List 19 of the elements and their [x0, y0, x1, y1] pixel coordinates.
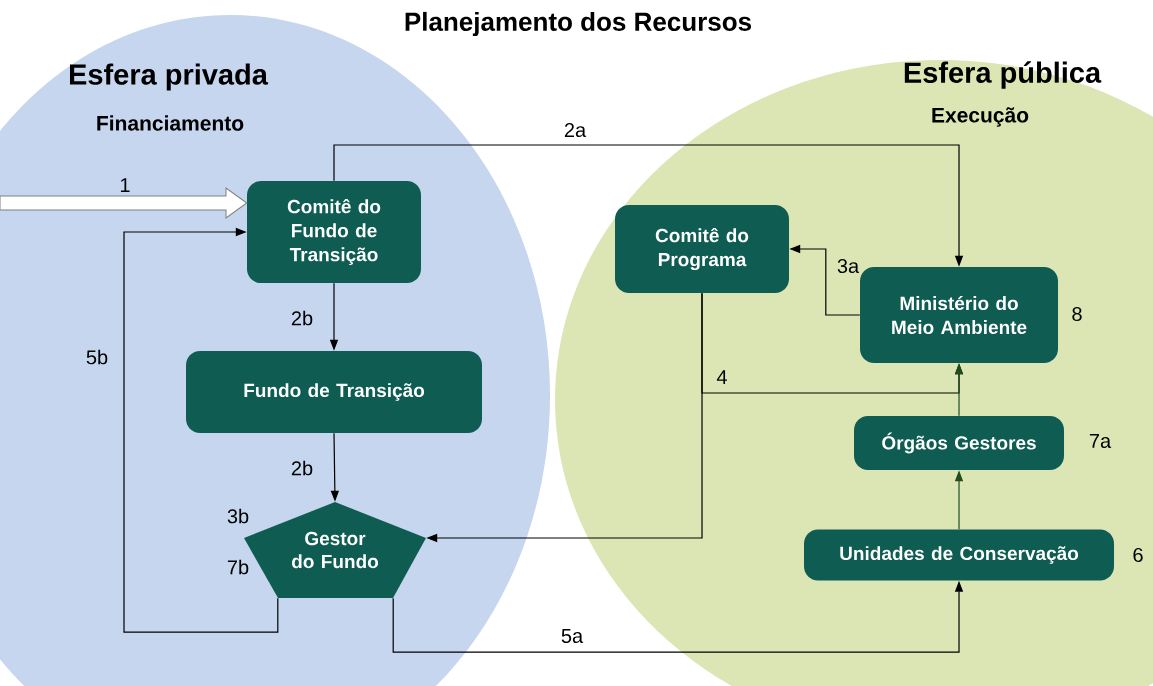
step-number: 8: [1072, 306, 1082, 322]
process-box: Comitê do Programa: [615, 205, 789, 293]
process-box: Comitê do Fundo de Transição: [247, 181, 421, 283]
process-box: Fundo de Transição: [186, 351, 482, 433]
edge-label: 1: [120, 178, 130, 192]
edge-label: 3a: [837, 258, 860, 274]
edge-label: 5b: [86, 349, 108, 365]
edge-label: 4: [716, 370, 727, 384]
process-box: Órgãos Gestores: [854, 416, 1064, 470]
edge-label: 2a: [564, 122, 587, 138]
arrow: [0, 187, 248, 219]
step-number: 7a: [1089, 434, 1112, 448]
process-box: Ministério do Meio Ambiente: [860, 267, 1058, 363]
edge-label: 2b: [291, 310, 313, 326]
edge-label: 5a: [561, 629, 584, 643]
edge-label: 2b: [291, 460, 313, 476]
arrow: [123, 227, 279, 633]
process-box: Unidades de Conservação: [804, 529, 1114, 581]
step-number: 6: [1133, 547, 1143, 563]
